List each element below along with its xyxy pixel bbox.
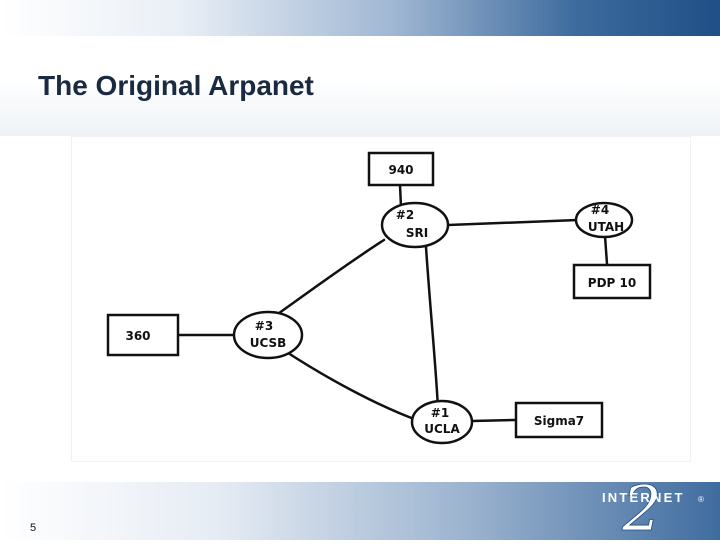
node-pdp10-box (572, 263, 652, 300)
header-gradient-band (0, 0, 720, 36)
node-ucsb-circle (232, 310, 304, 360)
arpanet-diagram-svg: 940 #2 SRI #4 UTAH PDP 10 360 #3 UCSB #1… (106, 151, 652, 445)
edge-sri-ucsb (266, 238, 386, 323)
node-sri-circle (380, 201, 450, 249)
node-ucsb-label: UCSB (250, 336, 287, 350)
slide-title: The Original Arpanet (38, 70, 314, 101)
title-background (0, 36, 720, 136)
logo-numeral-2: 2 (621, 474, 661, 540)
internet2-logo: 2 INTERNET ® (598, 472, 710, 545)
node-utah-circle (574, 201, 634, 239)
node-sri-label: SRI (406, 226, 428, 240)
node-ucla-number: #1 (431, 406, 449, 420)
node-ucla-circle (410, 399, 474, 445)
node-utah-number: #4 (591, 203, 609, 217)
edge-sri-utah (446, 218, 580, 227)
footer-gradient-band (0, 482, 720, 540)
edge-ucla-sigma7 (470, 418, 518, 423)
node-ucla-label: UCLA (424, 422, 460, 436)
node-360-label: 360 (125, 329, 150, 343)
logo-registered-mark: ® (698, 495, 704, 504)
node-utah-label: UTAH (588, 220, 624, 234)
node-pdp10-label: PDP 10 (588, 276, 636, 290)
node-940-label: 940 (388, 163, 413, 177)
edge-940-sri (398, 183, 403, 209)
page-number: 5 (30, 522, 37, 534)
node-sigma7-box (514, 401, 604, 439)
arpanet-diagram: 940 #2 SRI #4 UTAH PDP 10 360 #3 UCSB #1… (72, 137, 690, 461)
logo-wordmark: INTERNET (602, 490, 685, 505)
node-ucsb-number: #3 (255, 319, 273, 333)
internet2-logo-svg: 2 INTERNET ® (602, 472, 704, 545)
node-sri-number: #2 (396, 208, 414, 222)
node-360-box (106, 313, 180, 357)
edge-ucsb-ucla (280, 347, 416, 421)
edge-sri-ucla (424, 245, 440, 411)
node-940-box (367, 151, 435, 187)
edge-utah-pdp10 (603, 234, 609, 266)
node-sigma7-label: Sigma7 (534, 414, 584, 428)
